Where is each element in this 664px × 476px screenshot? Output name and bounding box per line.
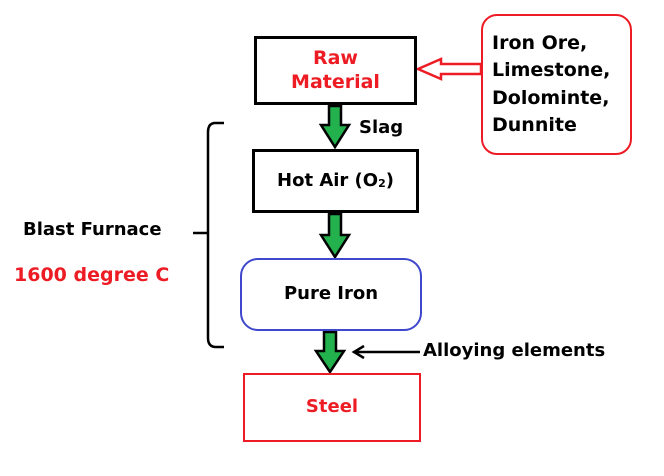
input-item: Dolominte, — [492, 86, 610, 109]
alloying-arrow-head — [351, 344, 365, 360]
hot-air-label: Hot Air (O — [277, 169, 379, 191]
slag-label: Slag — [359, 117, 404, 138]
arrow-pureiron-to-steel — [313, 330, 347, 375]
pure-iron-label: Pure Iron — [283, 283, 379, 305]
hot-air-subscript: 2 — [378, 177, 386, 191]
steel-node: Steel — [243, 373, 421, 442]
alloying-label: Alloying elements — [423, 340, 606, 361]
inputs-node: Iron Ore, Limestone, Dolominte, Dunnite — [481, 14, 632, 155]
steel-label: Steel — [305, 396, 359, 418]
arrow-raw-to-hotair — [318, 104, 352, 150]
arrow-hotair-to-pureiron — [318, 212, 352, 260]
raw-material-node: Raw Material — [254, 36, 417, 105]
blast-furnace-brace — [206, 121, 224, 349]
temperature-label: 1600 degree C — [14, 264, 170, 286]
input-item: Limestone, — [492, 59, 611, 82]
raw-material-line2: Material — [291, 70, 380, 93]
blast-furnace-label: Blast Furnace — [23, 219, 162, 240]
hot-air-close: ) — [385, 169, 394, 191]
input-item: Dunnite — [492, 113, 577, 136]
raw-material-line1: Raw — [312, 46, 358, 69]
input-item: Iron Ore, — [492, 32, 588, 55]
pure-iron-node: Pure Iron — [240, 258, 422, 331]
input-arrow — [414, 57, 483, 81]
